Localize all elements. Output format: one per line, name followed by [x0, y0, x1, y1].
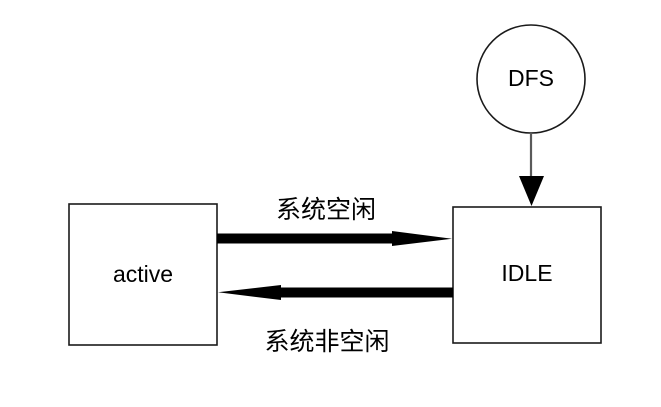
edge-label-system-not-idle: 系统非空闲: [264, 327, 389, 356]
dfs-to-idle-arrowhead: [519, 176, 544, 206]
idle-rect-shape: [452, 206, 602, 344]
node-active[interactable]: active: [68, 203, 218, 346]
node-idle[interactable]: IDLE: [452, 206, 602, 344]
idle-label: IDLE: [501, 260, 552, 286]
node-dfs[interactable]: DFS: [476, 24, 586, 134]
active-label: active: [113, 261, 173, 287]
dfs-label: DFS: [508, 65, 554, 91]
edge-dfs-to-idle: [519, 133, 544, 206]
edge-idle-to-active: [218, 285, 453, 300]
active-rect-shape: [68, 203, 218, 346]
edge-label-system-idle: 系统空闲: [276, 195, 376, 224]
idle-to-active-arrowhead: [218, 285, 281, 300]
edge-active-to-idle: [217, 231, 452, 246]
active-to-idle-arrowhead: [392, 231, 452, 246]
